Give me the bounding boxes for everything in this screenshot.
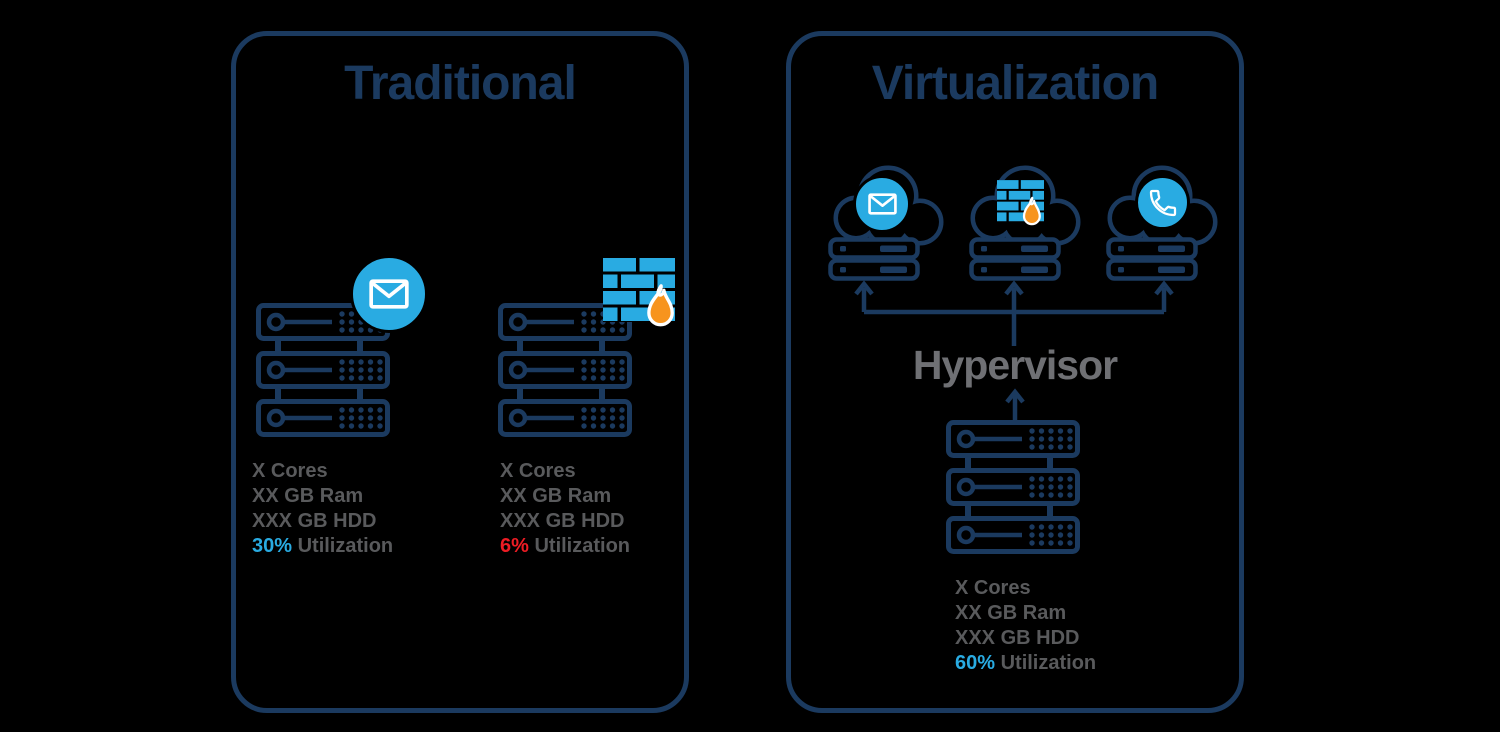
utilization-line: 6% Utilization (500, 534, 630, 559)
spec-line: XX GB Ram (252, 485, 364, 507)
spec-line: X Cores (955, 577, 1031, 599)
utilization-label: Utilization (1000, 652, 1097, 674)
traditional-title: Traditional (344, 57, 577, 110)
spec-line: XX GB Ram (955, 602, 1067, 624)
server-rack-icon (498, 303, 632, 437)
utilization-label: Utilization (297, 535, 394, 557)
spec-line: X Cores (500, 460, 576, 482)
virtual-server-icon (969, 237, 1061, 281)
email-badge (350, 255, 428, 333)
email-icon (868, 193, 897, 215)
email-server-specs: X Cores XX GB Ram XXX GB HDD 30% Utiliza… (252, 459, 393, 559)
virtualization-panel: Virtualization Hypervisor (786, 31, 1244, 713)
virtual-server-icon (1106, 237, 1198, 281)
flame-icon (1018, 196, 1045, 229)
virtualization-title: Virtualization (871, 57, 1160, 110)
utilization-label: Utilization (534, 535, 631, 557)
spec-line: XXX GB HDD (500, 510, 625, 532)
firewall-server-specs: X Cores XX GB Ram XXX GB HDD 6% Utilizat… (500, 459, 630, 559)
utilization-line: 30% Utilization (252, 534, 393, 559)
utilization-value: 30% (252, 535, 293, 557)
traditional-panel: Traditional X Cores XX GB Ram XXX GB HDD… (231, 31, 689, 713)
utilization-value: 60% (955, 652, 996, 674)
spec-line: XX GB Ram (500, 485, 612, 507)
flame-icon (640, 283, 680, 332)
hypervisor-label: Hypervisor (912, 342, 1118, 388)
utilization-value: 6% (500, 535, 529, 557)
utilization-line: 60% Utilization (955, 651, 1096, 676)
phone-icon (1147, 187, 1179, 219)
spec-line: XXX GB HDD (955, 627, 1080, 649)
email-icon (369, 279, 409, 309)
virtual-server-specs: X Cores XX GB Ram XXX GB HDD 60% Utiliza… (955, 576, 1096, 676)
virtual-server-icon (828, 237, 920, 281)
email-cloud-badge (853, 175, 911, 233)
server-rack-icon (946, 420, 1080, 554)
phone-cloud-badge (1135, 175, 1190, 230)
spec-line: XXX GB HDD (252, 510, 377, 532)
spec-line: X Cores (252, 460, 328, 482)
hypervisor-distribution-arrows (854, 280, 1174, 346)
